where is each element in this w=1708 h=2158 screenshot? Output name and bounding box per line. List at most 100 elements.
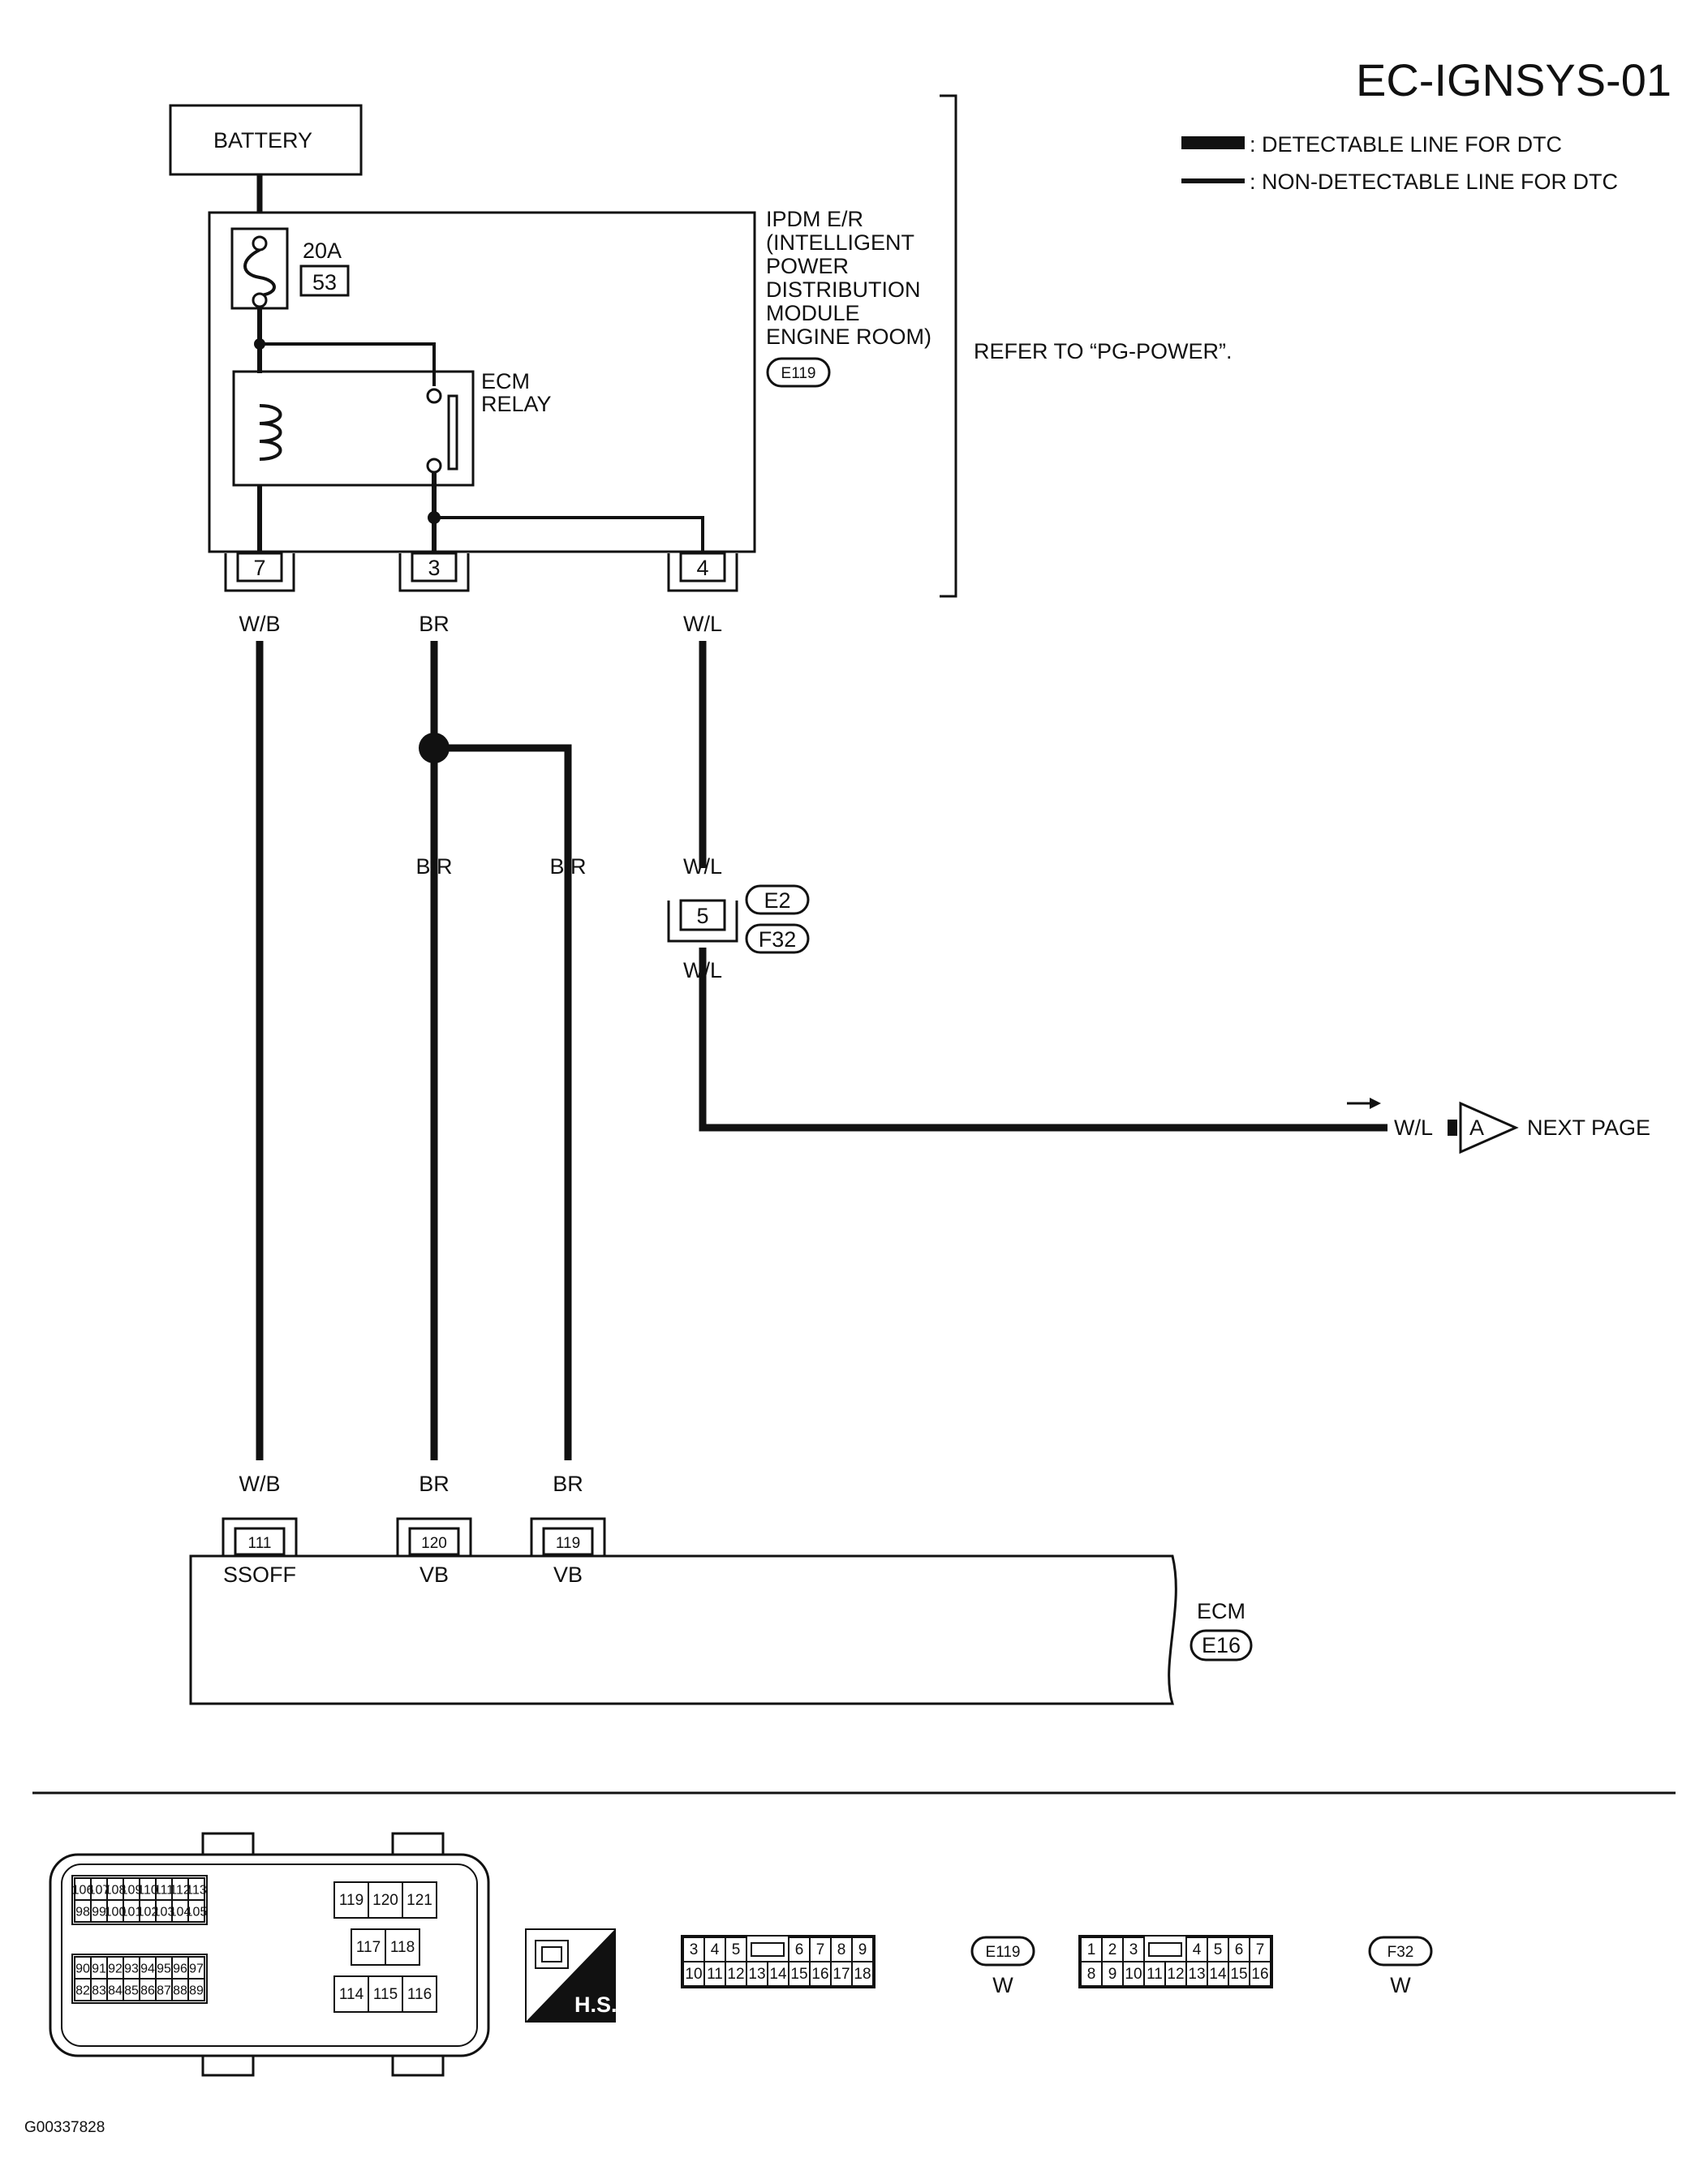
ecm-face-pin-96: 96 <box>171 1956 189 1980</box>
ecm-face-pin-121: 121 <box>402 1881 437 1919</box>
ecm-face-pin-83: 83 <box>90 1978 108 2001</box>
ecm-face-pin-100-label: 100 <box>105 1906 127 1919</box>
ipdm-terminal-3: 3 <box>398 552 470 592</box>
connector_f32-pin-3-label: 3 <box>1129 1941 1138 1958</box>
legend-detectable-swatch <box>1181 136 1245 149</box>
next-page-connector-icon <box>1459 1101 1519 1154</box>
ecm-terminal-119-box <box>542 1527 594 1556</box>
ecm-face-pin-87: 87 <box>155 1978 173 2001</box>
ecm-face-pin-105: 105 <box>186 1899 207 1923</box>
connector_e119-pin-17-label: 17 <box>832 1966 850 1983</box>
ecm-face-pin-89-label: 89 <box>189 1984 204 1998</box>
hs-badge-connector-icon-inner <box>541 1946 562 1962</box>
connector_e119-pin-15: 15 <box>788 1961 811 1987</box>
connector_f32-pin-13-label: 13 <box>1188 1966 1205 1983</box>
ecm-face-pin-90-label: 90 <box>75 1962 90 1976</box>
connector_f32-pin-14: 14 <box>1207 1961 1229 1987</box>
next-page-label: NEXT PAGE <box>1527 1116 1650 1140</box>
ipdm-box <box>208 211 756 553</box>
ecm-face-pin-116-box <box>402 1975 437 2013</box>
connector_f32-pin-11-label: 11 <box>1147 1966 1163 1983</box>
wire-br-branch <box>434 744 572 1460</box>
ecm-face-pin-94: 94 <box>139 1956 157 1980</box>
ecm-face-pin-120-label: 120 <box>372 1892 398 1909</box>
ipdm-terminal-7: 7 <box>224 552 295 592</box>
ecm-face-pin-85-label: 85 <box>124 1984 139 1998</box>
wire-color-br-top: BR <box>419 612 450 636</box>
ecm-face-pin-119-label: 119 <box>339 1892 364 1909</box>
connector_f32-pin-10: 10 <box>1122 1961 1145 1987</box>
ipdm-label-line2: (INTELLIGENT <box>766 230 914 255</box>
ecm-face-pin-98: 98 <box>74 1899 92 1923</box>
ipdm-wire-to-switch <box>260 342 436 386</box>
connector_e119-pin-16-label: 16 <box>811 1966 828 1983</box>
connector_e119-pin-13: 13 <box>746 1961 768 1987</box>
ecm-face-pin-91-label: 91 <box>92 1962 106 1976</box>
ecm-face-pin-108-label: 108 <box>105 1884 127 1898</box>
connector-e119-id: E119 <box>986 1944 1021 1961</box>
ecm-face-pin-118-label: 118 <box>390 1939 415 1956</box>
ecm-face-pin-111-label: 111 <box>154 1884 174 1898</box>
connector_f32-pin-2: 2 <box>1101 1937 1124 1962</box>
diagram-title: EC-IGNSYS-01 <box>1356 54 1671 105</box>
joint-connector: W/L 5 E2 F32 W/L <box>667 854 810 982</box>
ecm-face-pin-99-label: 99 <box>92 1906 106 1919</box>
connector_e119-pin-6: 6 <box>788 1937 811 1962</box>
connector_e119-pin-18-label: 18 <box>854 1966 871 1983</box>
ecm-face-pin-112-label: 112 <box>170 1884 191 1898</box>
ecm-face-pin-97-label: 97 <box>189 1962 204 1976</box>
fuse-terminal-bottom <box>252 292 268 308</box>
ipdm-label-line1: IPDM E/R <box>766 207 863 231</box>
joint-terminal-box <box>679 899 726 931</box>
ipdm-terminal-3-connector <box>398 553 470 592</box>
connector_e119-pin-7: 7 <box>809 1937 832 1962</box>
connector_f32-pin-4: 4 <box>1185 1937 1208 1962</box>
ecm-face-pin-93-label: 93 <box>124 1962 139 1976</box>
connector_f32-pin-4-label: 4 <box>1193 1941 1202 1958</box>
ipdm-bracket <box>940 94 957 598</box>
connector_f32-pin-12: 12 <box>1164 1961 1187 1987</box>
connector_f32-pin-16-label: 16 <box>1251 1966 1268 1983</box>
ecm-face-tab-top-right <box>391 1832 445 1855</box>
ecm-face-pin-102-label: 102 <box>137 1906 159 1919</box>
ecm-face-tab-top-left <box>201 1832 255 1855</box>
relay-box <box>232 370 475 487</box>
next-page-wire-color: W/L <box>1394 1116 1433 1140</box>
ecm-face-pin-93: 93 <box>123 1956 140 1980</box>
figure-id: G00337828 <box>24 2119 105 2136</box>
ecm-face-pin-103-label: 103 <box>153 1906 175 1919</box>
connector_f32-pin-10-label: 10 <box>1125 1966 1142 1983</box>
ecm-terminal-120: 120 <box>396 1517 472 1556</box>
ecm-signal-vb-1: VB <box>419 1563 449 1587</box>
ecm-face-pin-104-label: 104 <box>170 1906 191 1919</box>
relay-contact-bottom <box>426 458 442 474</box>
ecm-face-pin-114-label: 114 <box>339 1986 364 2003</box>
connector_e119-pin-4-label: 4 <box>711 1941 720 1958</box>
connector_f32-pin-16: 16 <box>1249 1961 1271 1987</box>
ecm-face-pin-118: 118 <box>385 1928 420 1966</box>
ecm-face-pin-105-box <box>187 1899 205 1923</box>
ecm-terminal-119-number: 119 <box>556 1535 580 1552</box>
ecm-face-pin-94-label: 94 <box>140 1962 155 1976</box>
connector_e119-pin-6-label: 6 <box>795 1941 804 1958</box>
refer-text: REFER TO “PG-POWER”. <box>974 339 1233 363</box>
connector_e119-pin-7-label: 7 <box>816 1941 825 1958</box>
ecm-face-pin-83-label: 83 <box>92 1984 106 1998</box>
ecm-face-pin-121-label: 121 <box>407 1892 432 1909</box>
connector_e119-pin-8: 8 <box>830 1937 853 1962</box>
connector_f32-pin-5-label: 5 <box>1214 1941 1223 1958</box>
ecm-face-pin-89-box <box>187 1978 205 2001</box>
ecm-face-pin-88-label: 88 <box>173 1984 187 1998</box>
connector_e119-pin-5: 5 <box>725 1937 747 1962</box>
connector_e119-pin-12-label: 12 <box>727 1966 744 1983</box>
joint-color-top: W/L <box>683 854 722 879</box>
ecm-face-pin-84-label: 84 <box>108 1984 123 1998</box>
connector_e119-pin-16: 16 <box>809 1961 832 1987</box>
ecm-terminal-111-connector <box>222 1517 298 1556</box>
ecm-face-pin-85: 85 <box>123 1978 140 2001</box>
ecm-face-pin-84: 84 <box>106 1978 124 2001</box>
